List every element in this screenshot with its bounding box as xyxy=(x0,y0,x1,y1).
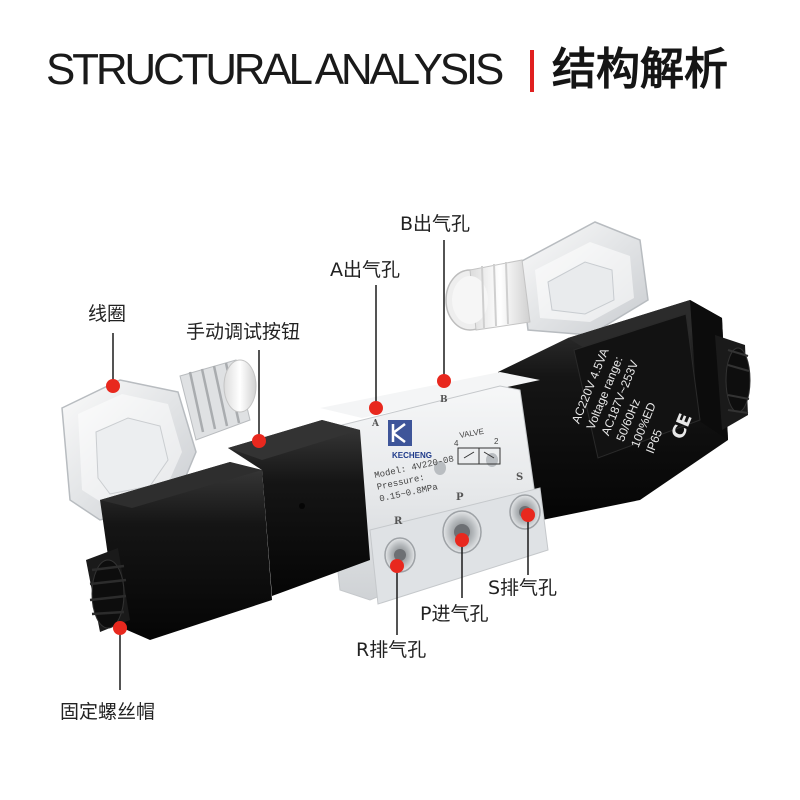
port-letter-s: S xyxy=(516,472,523,483)
port-letter-a: A xyxy=(371,419,380,429)
label-port-a: A出气孔 xyxy=(330,259,400,281)
label-coil: 线圈 xyxy=(88,303,127,325)
valve-schematic xyxy=(457,447,501,465)
marker-manual-button xyxy=(252,434,266,448)
schematic-num-left: 4 xyxy=(454,439,459,448)
valve-text: VALVE xyxy=(459,427,485,440)
marker-port-p xyxy=(455,533,469,547)
leader-lines xyxy=(112,240,529,690)
marker-port-r xyxy=(390,559,404,573)
label-manual-button: 手动调试按钮 xyxy=(186,321,301,343)
title-chinese: 结构解析 xyxy=(552,44,728,95)
label-port-r: R排气孔 xyxy=(356,639,427,661)
left-solenoid xyxy=(86,420,370,640)
marker-coil xyxy=(106,379,120,393)
port-letter-b: B xyxy=(440,395,448,405)
title-divider xyxy=(530,50,534,92)
brand-logo xyxy=(388,420,412,446)
marker-port-b xyxy=(437,374,451,388)
right-connector xyxy=(445,221,649,336)
schematic-num-right: 2 xyxy=(494,437,499,446)
label-port-s: S排气孔 xyxy=(488,577,558,599)
title-english: STRUCTURAL ANALYSIS xyxy=(46,45,504,94)
right-solenoid xyxy=(498,300,751,520)
label-fixing-cap: 固定螺丝帽 xyxy=(60,701,156,723)
marker-port-s xyxy=(521,508,535,522)
label-port-p: P进气孔 xyxy=(420,603,489,625)
markers xyxy=(106,374,535,635)
port-letter-r: R xyxy=(394,516,403,527)
header: STRUCTURAL ANALYSIS 结构解析 xyxy=(0,38,800,108)
brand-name: KECHENG xyxy=(392,451,432,460)
marker-fixing-cap xyxy=(113,621,127,635)
marker-port-a xyxy=(369,401,383,415)
port-letter-p: P xyxy=(456,492,464,503)
label-port-b: B出气孔 xyxy=(400,213,471,235)
